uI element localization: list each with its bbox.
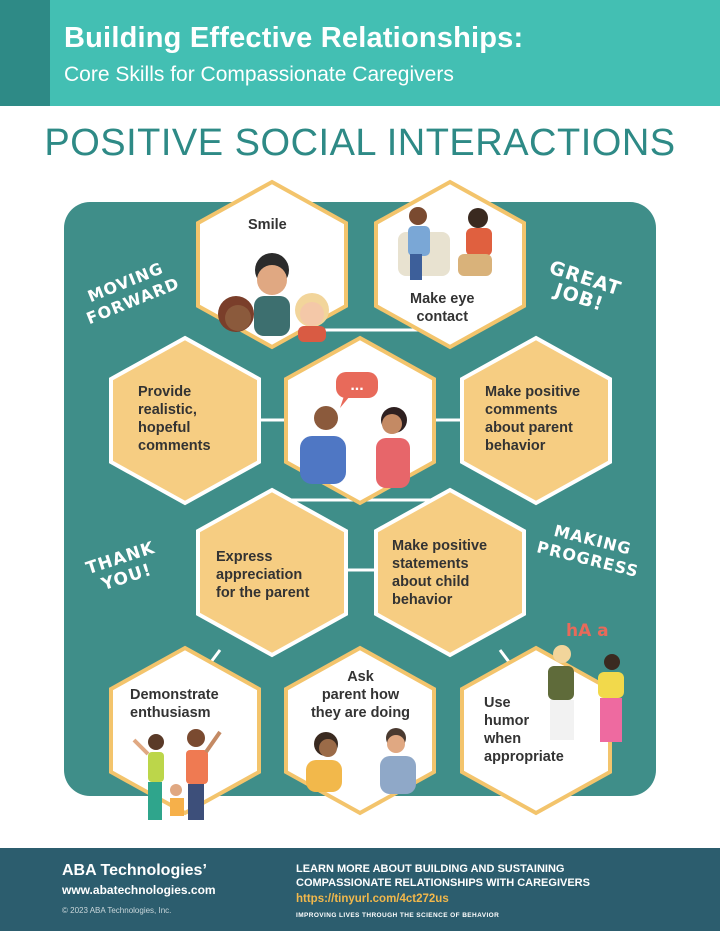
brand-url-link[interactable]: www.abatechnologies.com	[62, 883, 216, 897]
page-title: POSITIVE SOCIAL INTERACTIONS	[44, 122, 676, 164]
copyright: © 2023 ABA Technologies, Inc.	[62, 906, 172, 915]
smiling-people-illustration	[218, 253, 329, 342]
hex-label-realistic: Provide realistic, hopeful comments	[138, 384, 211, 454]
hex-label-eye-contact: Make eye contact	[410, 291, 475, 325]
hex-appreciation	[196, 487, 348, 658]
laugh-letters: hA a	[566, 621, 609, 641]
eye-contact-illustration	[398, 207, 492, 280]
humor-illustration	[548, 645, 624, 742]
hex-label-positive-parent: Make positive comments about parent beha…	[485, 384, 581, 454]
hex-label-positive-child: Make positive statements about child beh…	[392, 538, 488, 608]
hex-label-appreciation: Express appreciation for the parent	[216, 549, 310, 601]
conversation-illustration	[300, 372, 410, 488]
cta-url-link[interactable]: https://tinyurl.com/4ct272us	[296, 893, 449, 905]
cta-text: LEARN MORE ABOUT BUILDING AND SUSTAINING…	[296, 862, 590, 890]
header-banner: Building Effective Relationships: Core S…	[0, 0, 720, 106]
header-inner: Building Effective Relationships: Core S…	[50, 0, 720, 106]
cta-line-2: COMPASSIONATE RELATIONSHIPS WITH CAREGIV…	[296, 877, 590, 889]
enthusiasm-illustration	[132, 729, 222, 820]
hex-positive-child	[374, 487, 526, 658]
header-subtitle: Core Skills for Compassionate Caregivers	[64, 63, 454, 86]
hex-label-humor: Use humor when appropriate	[484, 695, 564, 765]
tagline: IMPROVING LIVES THROUGH THE SCIENCE OF B…	[296, 912, 500, 919]
hex-enthusiasm	[109, 645, 261, 816]
brand-name: ABA Technologies’	[62, 862, 207, 879]
ask-parent-illustration	[306, 728, 416, 794]
speech-bubble-dots: ...	[350, 377, 363, 394]
hex-positive-parent	[460, 335, 612, 506]
cta-line-1: LEARN MORE ABOUT BUILDING AND SUSTAINING	[296, 863, 565, 875]
footer: ABA Technologies’ www.abatechnologies.co…	[0, 848, 720, 931]
hex-label-smile: Smile	[248, 217, 287, 233]
header-title: Building Effective Relationships:	[64, 22, 524, 54]
hex-realistic	[109, 335, 261, 506]
hex-label-enthusiasm: Demonstrate enthusiasm	[130, 687, 219, 721]
hex-label-ask-parent: Ask parent how they are doing	[310, 669, 411, 721]
